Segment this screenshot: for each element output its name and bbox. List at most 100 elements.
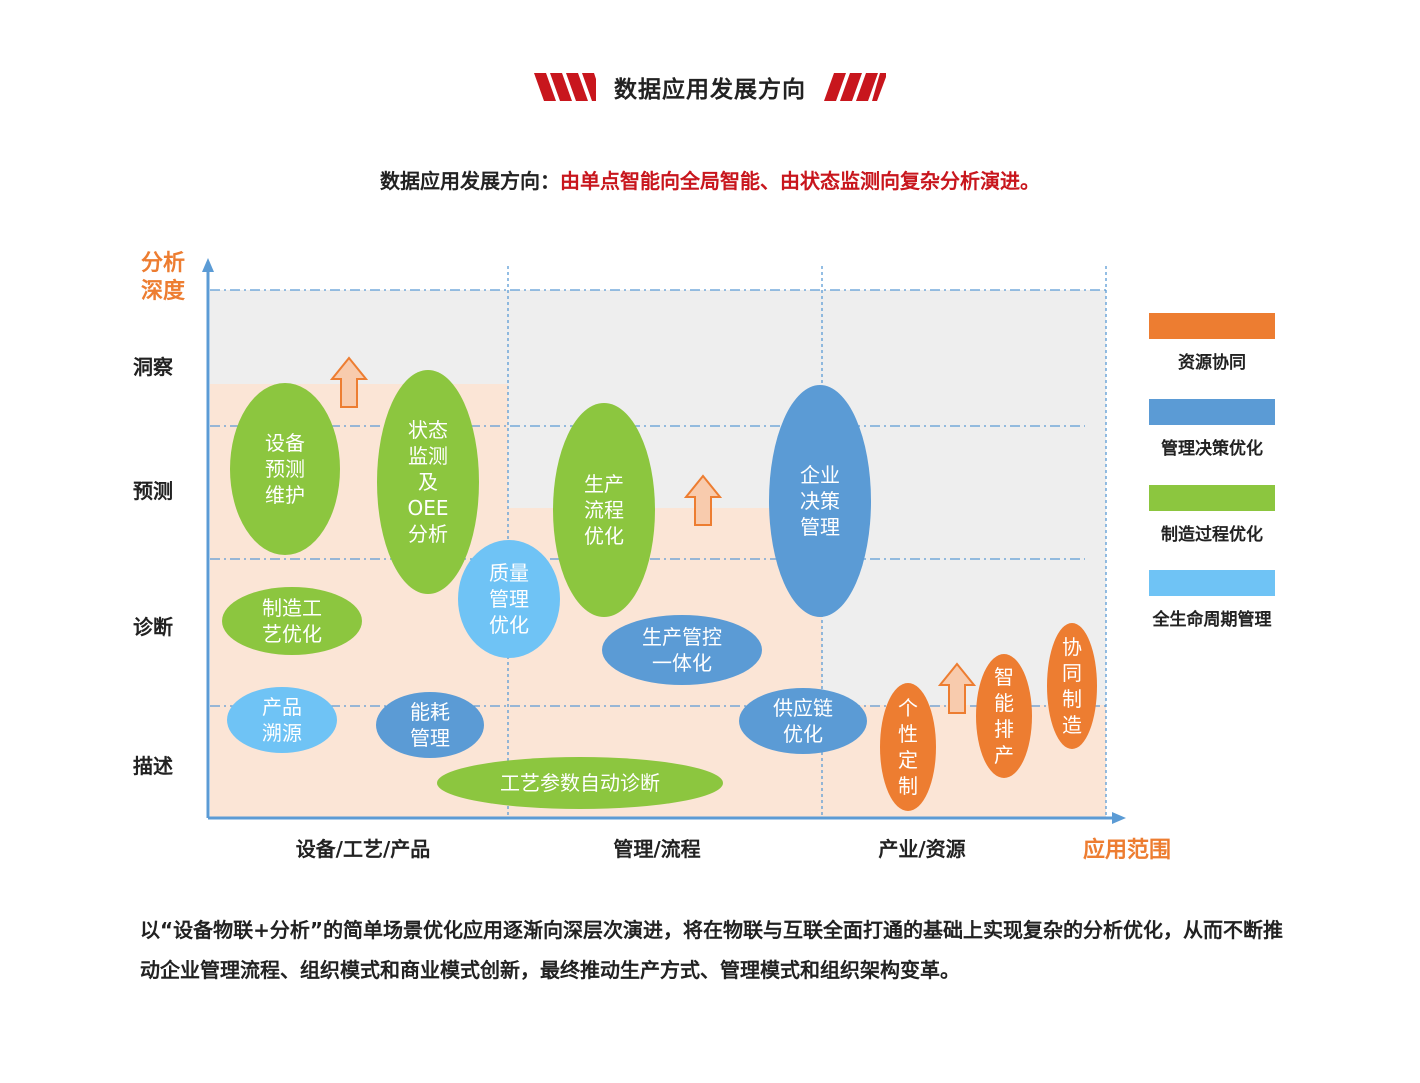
node-label-line: 流程 — [584, 498, 624, 522]
node-label-line: 生产管控 — [642, 625, 722, 649]
node-label-line: 决策 — [800, 489, 840, 513]
node-ellipse — [227, 687, 337, 753]
subtitle-highlight: 由单点智能向全局智能、由状态监测向复杂分析演进。 — [560, 169, 1040, 193]
bottom-description: 以“设备物联+分析”的简单场景优化应用逐渐向深层次演进，将在物联与互联全面打通的… — [140, 918, 1284, 982]
node-label-line: 优化 — [489, 613, 529, 637]
y-level-diagnose: 诊断 — [133, 615, 173, 639]
node-label-line: OEE — [407, 496, 448, 520]
legend-swatch — [1149, 399, 1275, 425]
x-axis-arrow-icon — [1112, 812, 1126, 824]
node-label-line: 生产 — [584, 472, 624, 496]
node-label-line: 质量 — [489, 561, 529, 585]
node-ellipse — [222, 587, 362, 655]
analysis-diagram: 分析 深度 应用范围 洞察 预测 诊断 描述 设备/工艺/产品 管理/流程 产业… — [133, 251, 1275, 863]
node-ellipse — [769, 385, 871, 617]
legend-management-decision: 管理决策优化 — [1149, 399, 1275, 459]
node-label-line: 定 — [898, 748, 918, 772]
legend-label: 制造过程优化 — [1161, 524, 1263, 545]
x-axis-title: 应用范围 — [1083, 837, 1171, 863]
node-label-line: 排 — [994, 717, 1014, 741]
node-label-line: 优化 — [783, 722, 823, 746]
y-level-predict: 预测 — [133, 479, 173, 503]
node-label-line: 能 — [994, 691, 1014, 715]
diagram-nodes: 设备预测维护状态监测及OEE分析制造工艺优化质量管理优化产品溯源能耗管理工艺参数… — [222, 370, 1097, 811]
node-label-line: 及 — [418, 470, 438, 494]
node-label-line: 智 — [994, 665, 1014, 689]
up-arrow-icon-1 — [329, 356, 369, 408]
node-label-line: 产 — [994, 743, 1014, 767]
legend-resource-collaboration: 资源协同 — [1149, 313, 1275, 373]
node-label-line: 状态 — [408, 418, 448, 442]
legend-lifecycle-management: 全生命周期管理 — [1149, 570, 1275, 630]
legend-label: 管理决策优化 — [1161, 438, 1263, 459]
node-label-line: 预测 — [265, 457, 305, 481]
x-category-equipment: 设备/工艺/产品 — [296, 837, 431, 861]
node-label-line: 设备 — [265, 431, 305, 455]
node-label-line: 制 — [1062, 687, 1082, 711]
legend-swatch — [1149, 570, 1275, 596]
node-label-line: 个 — [898, 696, 918, 720]
right-stripes-icon — [824, 73, 886, 101]
y-axis-title-line-1: 分析 — [141, 251, 185, 276]
y-axis-title-line-2: 深度 — [141, 278, 186, 304]
node-process-parameter-diagnosis: 工艺参数自动诊断 — [437, 757, 723, 809]
node-label-line: 同 — [1062, 661, 1082, 685]
node-ellipse — [230, 383, 340, 555]
node-label-line: 协 — [1062, 635, 1082, 659]
node-label-line: 一体化 — [652, 651, 712, 675]
node-ellipse — [377, 370, 479, 594]
legend-label: 全生命周期管理 — [1152, 609, 1272, 630]
node-label-line: 管理 — [800, 515, 840, 539]
legend-label: 资源协同 — [1178, 352, 1246, 373]
legend-manufacturing-process: 制造过程优化 — [1149, 485, 1275, 545]
y-level-describe: 描述 — [133, 754, 173, 778]
node-label-line: 制造工 — [262, 596, 322, 620]
node-ellipse — [458, 540, 560, 658]
node-label-line: 监测 — [408, 444, 448, 468]
node-label-line: 溯源 — [262, 721, 302, 745]
page-header: 数据应用发展方向 — [0, 62, 1420, 112]
node-label-line: 工艺参数自动诊断 — [500, 771, 660, 795]
up-arrow-icon-3 — [937, 662, 977, 714]
subtitle: 数据应用发展方向：由单点智能向全局智能、由状态监测向复杂分析演进。 — [0, 165, 1420, 194]
node-label-line: 供应链 — [773, 696, 833, 720]
node-label-line: 能耗 — [410, 700, 450, 724]
up-arrow-icon-2 — [683, 474, 723, 526]
node-label-line: 分析 — [408, 522, 448, 546]
x-category-industry: 产业/资源 — [878, 837, 965, 861]
node-label-line: 优化 — [584, 524, 624, 548]
node-ellipse — [1047, 623, 1097, 749]
node-ellipse — [739, 688, 867, 754]
y-level-insight: 洞察 — [133, 355, 174, 379]
node-ellipse — [880, 683, 936, 811]
node-label-line: 制 — [898, 774, 918, 798]
y-axis-arrow-icon — [202, 258, 214, 272]
legend-swatch — [1149, 485, 1275, 511]
left-stripes-icon — [534, 73, 596, 101]
node-label-line: 管理 — [489, 587, 529, 611]
node-ellipse — [976, 654, 1032, 778]
subtitle-prefix: 数据应用发展方向： — [380, 169, 560, 193]
node-ellipse — [376, 692, 484, 758]
node-ellipse — [602, 615, 762, 685]
node-label-line: 造 — [1062, 713, 1082, 737]
node-label-line: 管理 — [410, 726, 450, 750]
node-ellipse — [553, 403, 655, 617]
header-title: 数据应用发展方向 — [614, 77, 806, 103]
node-label-line: 性 — [898, 722, 918, 746]
node-label-line: 企业 — [800, 463, 840, 487]
